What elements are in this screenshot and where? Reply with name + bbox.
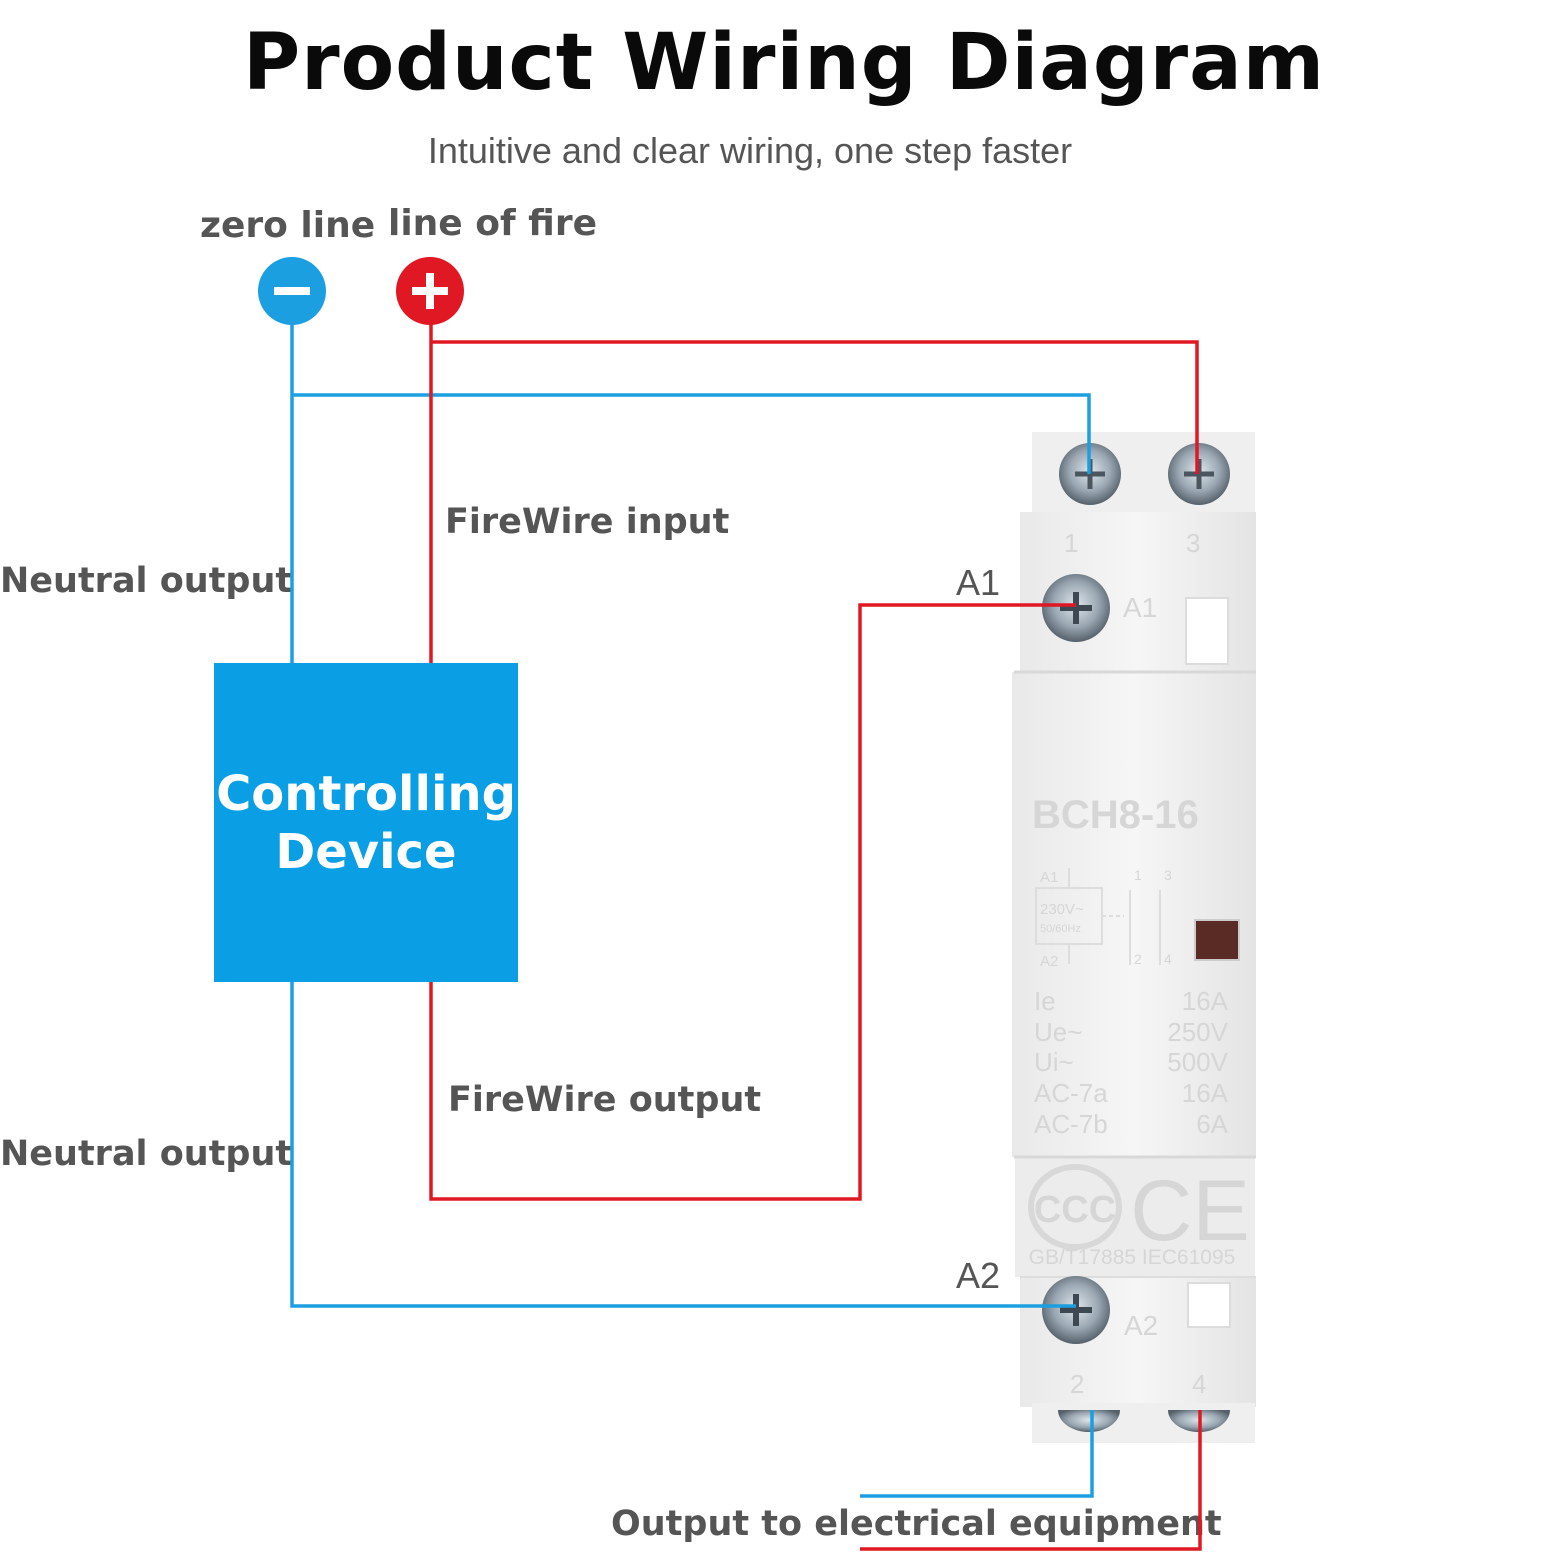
neutral-wire-to-terminal-1 [292, 393, 1091, 474]
ccc-mark-icon: CCC [1028, 1164, 1122, 1250]
firewire-output-label: FireWire output [448, 1080, 762, 1120]
device-indicator-window [1194, 919, 1240, 961]
spec-value: 16A [1182, 1078, 1229, 1108]
spec-value: 250V [1167, 1017, 1228, 1047]
controlling-device-line1: Controlling [216, 765, 516, 822]
firewire-input-label: FireWire input [445, 502, 730, 542]
screw-terminal-a1 [1042, 574, 1110, 642]
spec-value: 16A [1182, 986, 1229, 1016]
controlling-device-line2: Device [275, 823, 457, 880]
spec-name: Ie [1034, 986, 1056, 1016]
neutral-output-top-label: Neutral output [0, 561, 293, 601]
spec-name: AC-7a [1034, 1078, 1108, 1108]
fire-output-wire [860, 1410, 1202, 1551]
device-mark-4: 4 [1192, 1369, 1206, 1399]
device-main-body [1012, 672, 1256, 1157]
spec-value: 500V [1167, 1047, 1228, 1077]
neutral-output-wire [860, 1410, 1094, 1498]
a1-tag: A1 [956, 562, 1001, 603]
schematic-contact-1: 1 [1134, 867, 1142, 883]
device-mark-a1: A1 [1123, 592, 1157, 623]
ce-mark-icon: CE [1130, 1163, 1249, 1259]
a2-tag: A2 [956, 1255, 1001, 1296]
spec-name: Ue~ [1034, 1017, 1082, 1047]
spec-value: 6A [1196, 1109, 1228, 1139]
schematic-coil-a1: A1 [1040, 869, 1058, 886]
device-standards: GB/T17885 IEC61095 [1029, 1246, 1236, 1269]
device-spec-table: Ie 16A Ue~ 250V Ui~ 500V AC-7a 16A AC-7b… [1034, 986, 1229, 1139]
page-subtitle: Intuitive and clear wiring, one step fas… [427, 130, 1073, 171]
output-equipment-label: Output to electrical equipment [611, 1504, 1222, 1544]
device-mark-1: 1 [1064, 528, 1078, 558]
screw-terminal-3 [1168, 443, 1230, 505]
line-of-fire-label: line of fire [388, 203, 598, 244]
neutral-output-bottom-label: Neutral output [0, 1134, 293, 1174]
controlling-device-label: Controlling Device [216, 765, 516, 881]
screw-terminal-a2 [1042, 1276, 1110, 1344]
device-top-window [1185, 597, 1229, 665]
schematic-coil-a2: A2 [1040, 953, 1058, 970]
ccc-mark-text: CCC [1034, 1189, 1116, 1231]
device-cert-panel [1015, 1157, 1255, 1277]
spec-name: AC-7b [1034, 1109, 1108, 1139]
schematic-coil-freq: 50/60Hz [1040, 923, 1081, 935]
device-mark-3: 3 [1186, 528, 1200, 558]
controlling-device-box: Controlling Device [214, 663, 518, 982]
minus-icon [258, 257, 326, 325]
schematic-contact-4: 4 [1164, 951, 1172, 967]
fire-wire-to-terminal-3 [431, 340, 1199, 474]
neutral-wire-to-a2 [290, 982, 1076, 1308]
schematic-contact-3: 3 [1164, 867, 1172, 883]
device-bottom-window [1187, 1282, 1231, 1328]
spec-name: Ui~ [1034, 1047, 1074, 1077]
fire-wire-to-a1 [429, 603, 1076, 1201]
device-mark-2: 2 [1070, 1369, 1084, 1399]
schematic-contact-2: 2 [1134, 951, 1142, 967]
device-mark-a2: A2 [1124, 1310, 1158, 1341]
screw-terminal-2 [1058, 1410, 1120, 1432]
zero-line-label: zero line [200, 205, 376, 246]
device-model: BCH8-16 [1032, 793, 1199, 837]
schematic-coil-voltage: 230V~ [1040, 901, 1084, 918]
page-title: Product Wiring Diagram [242, 18, 1326, 108]
device-schematic: A1 230V~ 50/60Hz A2 1 3 2 4 [1035, 867, 1172, 970]
plus-icon [396, 257, 464, 325]
